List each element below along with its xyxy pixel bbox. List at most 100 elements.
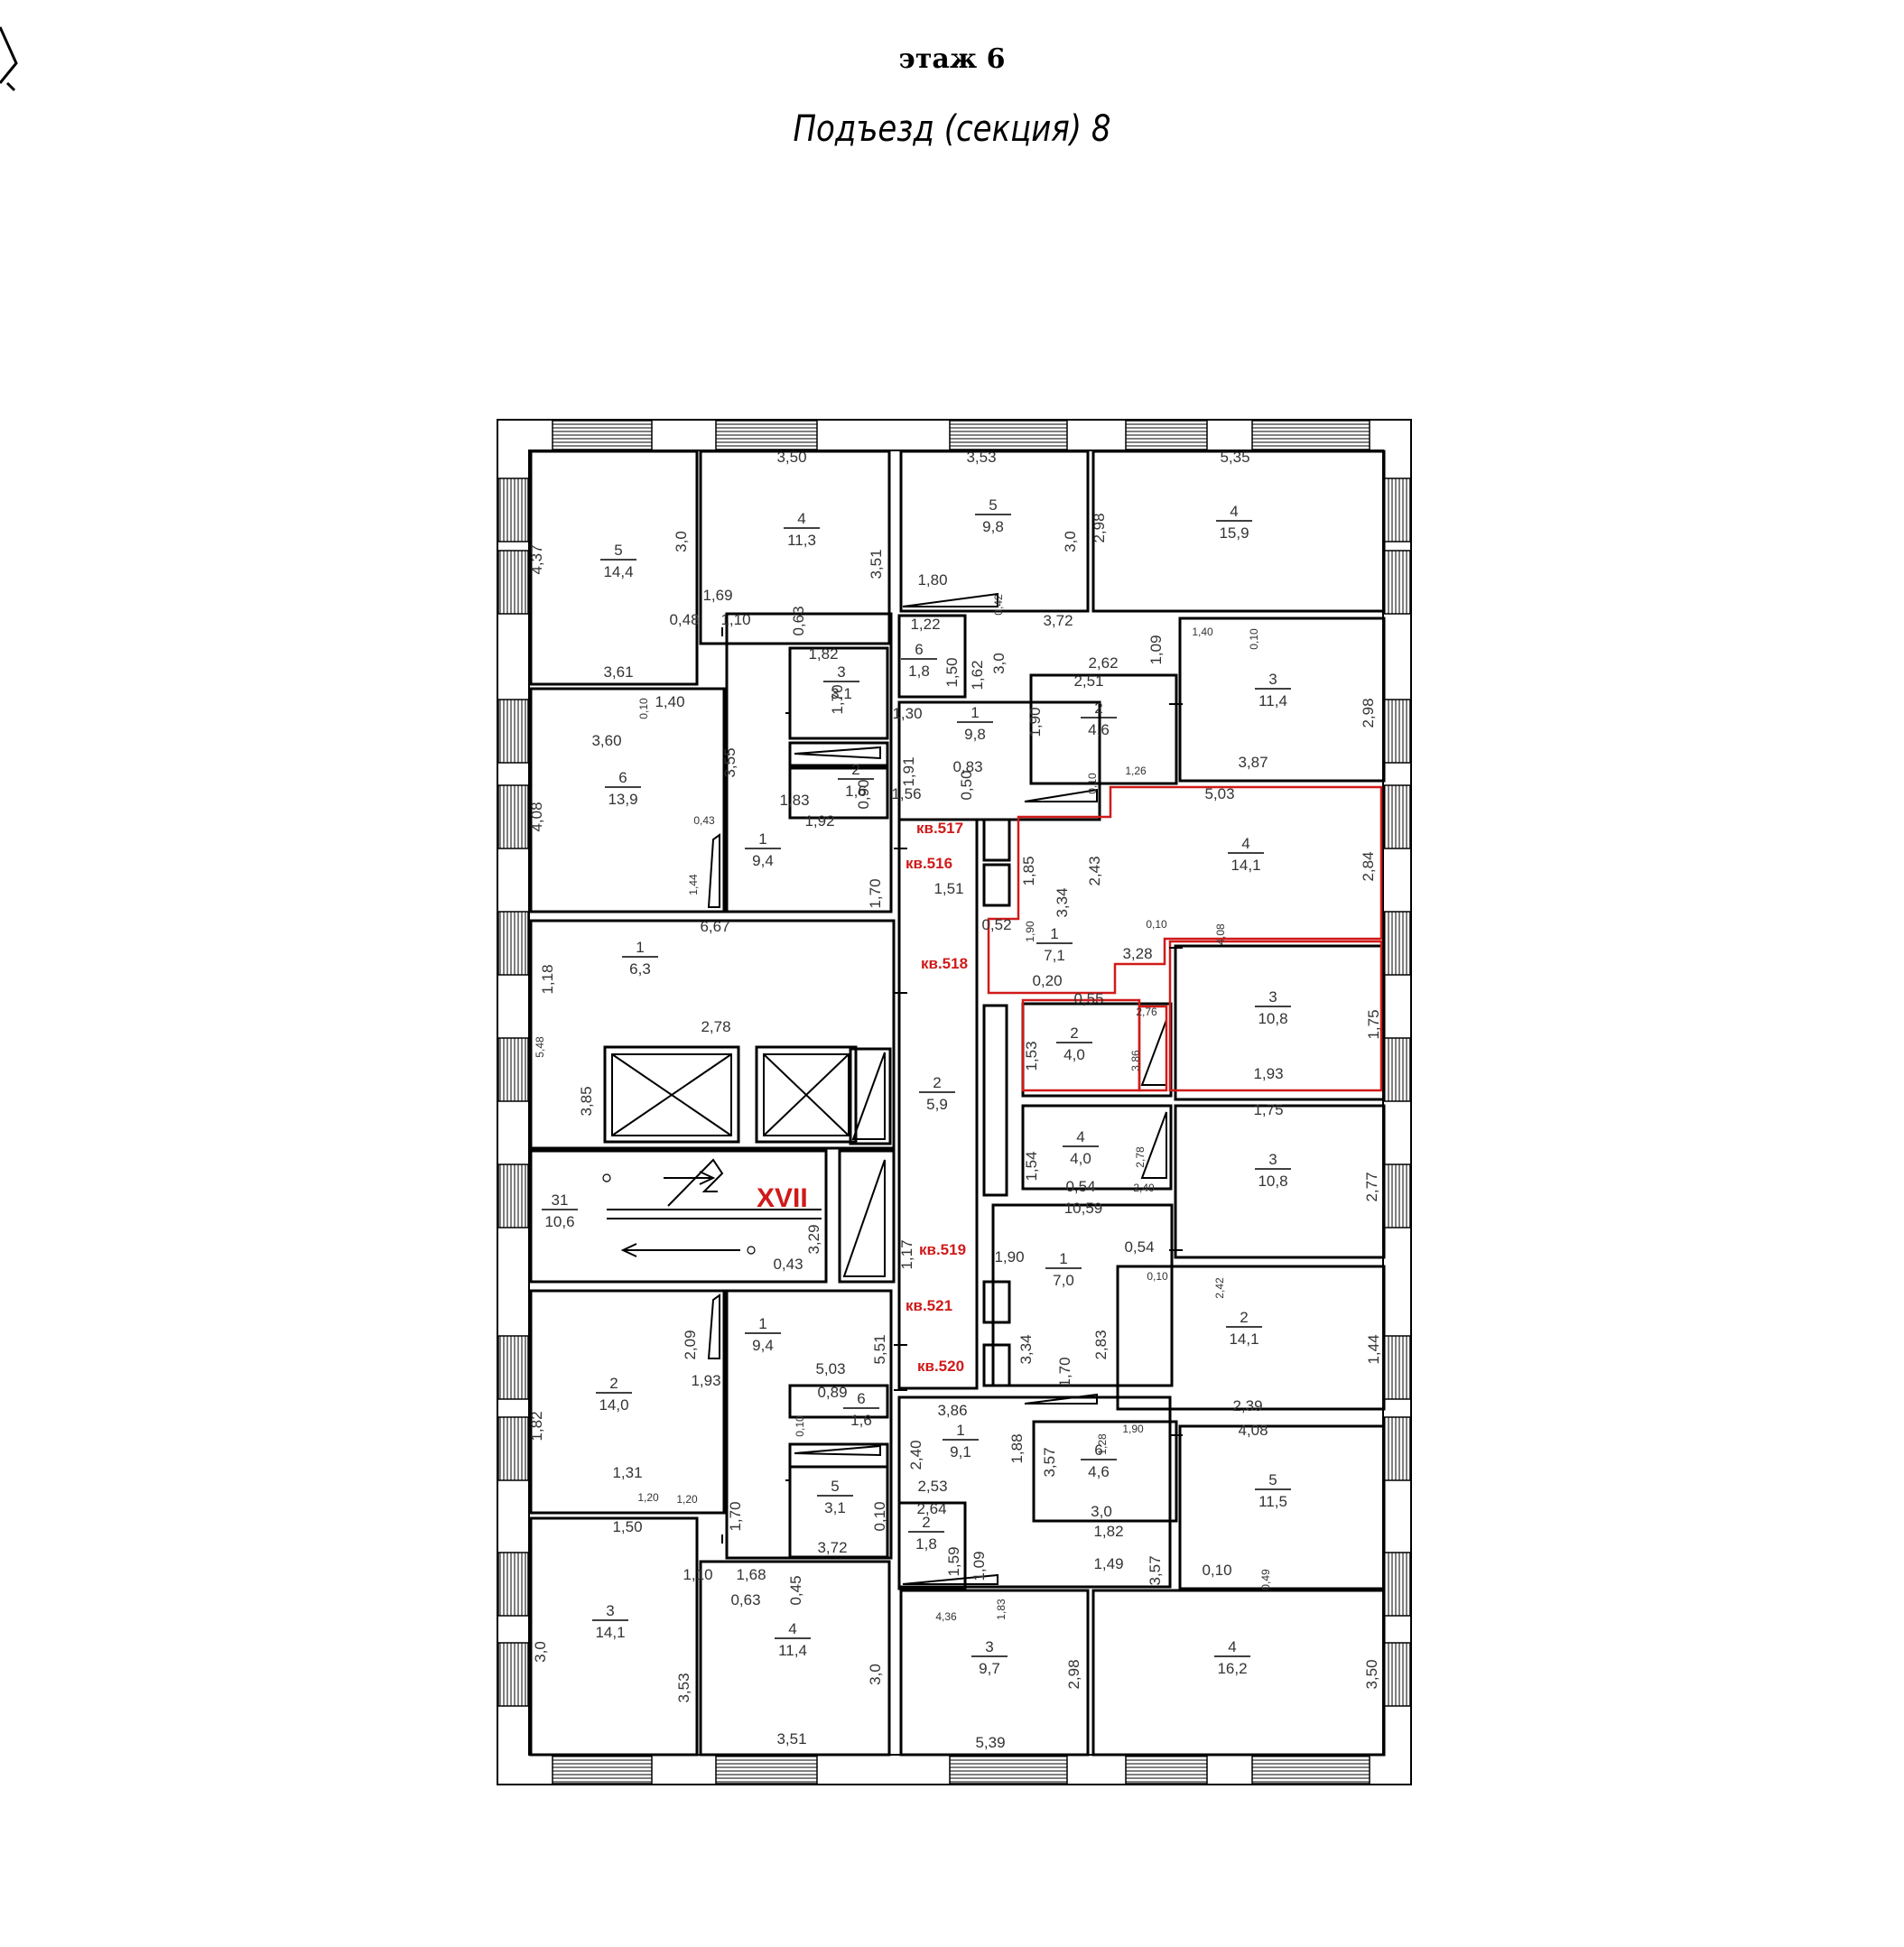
dimension-label: 0,63 bbox=[790, 606, 807, 635]
window bbox=[497, 477, 529, 542]
dimension-label: 2,53 bbox=[917, 1478, 947, 1495]
room-number: 5 bbox=[831, 1478, 839, 1495]
room-area: 7,0 bbox=[1053, 1272, 1074, 1289]
dimension-label: 1,49 bbox=[1093, 1555, 1123, 1572]
dimension-label: 2,78 bbox=[701, 1018, 730, 1035]
dimension-label: 4,37 bbox=[528, 544, 545, 574]
dimension-label: 1,09 bbox=[1147, 635, 1165, 664]
dimension-label: 0,10 bbox=[1146, 918, 1167, 931]
dimension-label: 3,0 bbox=[532, 1641, 549, 1663]
dimension-label: 0,20 bbox=[1032, 972, 1062, 989]
dimension-label: 1,93 bbox=[1253, 1065, 1283, 1082]
room-number: 2 bbox=[1094, 700, 1102, 717]
dimension-label: 2,64 bbox=[916, 1500, 946, 1517]
room-number: 1 bbox=[1050, 925, 1058, 942]
dimension-label: 3,61 bbox=[603, 663, 633, 681]
dimension-label: 1,91 bbox=[900, 756, 917, 786]
room-area: 9,4 bbox=[752, 1337, 774, 1354]
dimension-label: 3,29 bbox=[805, 1224, 822, 1254]
apartment-label: кв.520 bbox=[917, 1358, 964, 1375]
window bbox=[1383, 911, 1411, 976]
room-number: 4 bbox=[788, 1620, 796, 1637]
dimension-label: 3,86 bbox=[1129, 1050, 1142, 1071]
dimension-label: 0,10 bbox=[1248, 628, 1260, 650]
room-area: 9,7 bbox=[979, 1660, 1000, 1677]
window bbox=[1383, 1552, 1411, 1617]
dimension-label: 1,09 bbox=[971, 1551, 988, 1581]
room-number: 6 bbox=[1094, 1442, 1102, 1459]
dimension-label: 0,52 bbox=[981, 916, 1011, 933]
room-number: 4 bbox=[1076, 1128, 1084, 1145]
room-area: 4,6 bbox=[1088, 721, 1110, 738]
dimension-label: 0,54 bbox=[1065, 1178, 1095, 1195]
dimension-label: 2,43 bbox=[1086, 856, 1103, 885]
dimension-label: 1,80 bbox=[917, 571, 947, 589]
door-marks bbox=[721, 627, 1183, 1544]
dimension-label: 1,22 bbox=[910, 616, 940, 633]
room-number: 6 bbox=[618, 769, 627, 786]
dimension-label: 1,28 bbox=[1096, 1433, 1109, 1455]
dimension-label: 1,62 bbox=[969, 660, 986, 690]
dimension-label: 3,60 bbox=[591, 732, 621, 749]
window bbox=[497, 550, 529, 615]
floor-title: этаж 6 bbox=[898, 43, 1006, 75]
dimension-label: 3,0 bbox=[1091, 1503, 1112, 1520]
room-number: 2 bbox=[922, 1514, 930, 1531]
room-area: 14,1 bbox=[1229, 1330, 1258, 1348]
dimension-label: 1,51 bbox=[933, 880, 963, 897]
dimension-label: 5,48 bbox=[534, 1036, 546, 1058]
dimension-label: 2,09 bbox=[682, 1330, 699, 1359]
dimension-label: 2,62 bbox=[1088, 654, 1118, 672]
dimension-label: 4,08 bbox=[1238, 1422, 1268, 1439]
window bbox=[1251, 1755, 1370, 1785]
dimension-label: 0,10 bbox=[637, 698, 650, 719]
window bbox=[497, 1552, 529, 1617]
dimension-label: 0,43 bbox=[773, 1256, 803, 1273]
window bbox=[1251, 420, 1370, 450]
dimension-label: 3,28 bbox=[1122, 945, 1152, 962]
dimension-label: 3,0 bbox=[1062, 531, 1079, 552]
room-number: 2 bbox=[851, 761, 859, 778]
room-number: 5 bbox=[989, 496, 997, 514]
room-area: 14,1 bbox=[1231, 857, 1260, 874]
room-area: 4,0 bbox=[1070, 1150, 1091, 1167]
staircase bbox=[602, 1158, 822, 1257]
apartment-label: кв.517 bbox=[916, 820, 963, 837]
dimension-label: 2,78 bbox=[1134, 1146, 1147, 1168]
dimension-label: 5,03 bbox=[815, 1360, 845, 1377]
dimension-label: 4,08 bbox=[1214, 923, 1227, 945]
room-number: 1 bbox=[956, 1422, 964, 1439]
room-number: 2 bbox=[609, 1375, 618, 1392]
apartment-label: кв.521 bbox=[906, 1297, 952, 1314]
dimension-label: 1,54 bbox=[1023, 1151, 1040, 1181]
dimension-label: 3,55 bbox=[721, 747, 738, 777]
dimension-label: 1,53 bbox=[1023, 1041, 1040, 1071]
room-area: 7,1 bbox=[1044, 947, 1065, 964]
dimension-label: 1,70 bbox=[829, 684, 846, 714]
room-number: 3 bbox=[1268, 988, 1277, 1006]
dimension-label: 3,0 bbox=[990, 653, 1008, 674]
dimension-label: 3,0 bbox=[673, 531, 690, 552]
room-number: 2 bbox=[933, 1074, 941, 1091]
dimension-label: 1,59 bbox=[945, 1546, 962, 1576]
apartment-label: кв.518 bbox=[921, 955, 968, 972]
dimension-label: 0,43 bbox=[693, 814, 715, 827]
room-area: 1,6 bbox=[850, 1412, 872, 1429]
dimension-label: 3,53 bbox=[675, 1673, 692, 1702]
room-number: 1 bbox=[1059, 1250, 1067, 1267]
compass-icon bbox=[0, 26, 18, 92]
dimension-label: 2,77 bbox=[1363, 1172, 1380, 1201]
window bbox=[497, 1416, 529, 1481]
dimension-label: 0,83 bbox=[952, 758, 982, 775]
window bbox=[949, 420, 1068, 450]
dimension-label: 0,50 bbox=[958, 770, 975, 800]
dimension-label: 1,10 bbox=[720, 611, 750, 628]
vent-shafts bbox=[707, 592, 1167, 1585]
dimension-label: 3,85 bbox=[578, 1086, 595, 1116]
dimension-label: 1,92 bbox=[804, 812, 834, 830]
dimension-label: 1,75 bbox=[1253, 1101, 1283, 1118]
room-area: 11,4 bbox=[1258, 692, 1287, 709]
dimension-label: 3,50 bbox=[1363, 1659, 1380, 1689]
dimension-label: 3,72 bbox=[817, 1539, 847, 1556]
